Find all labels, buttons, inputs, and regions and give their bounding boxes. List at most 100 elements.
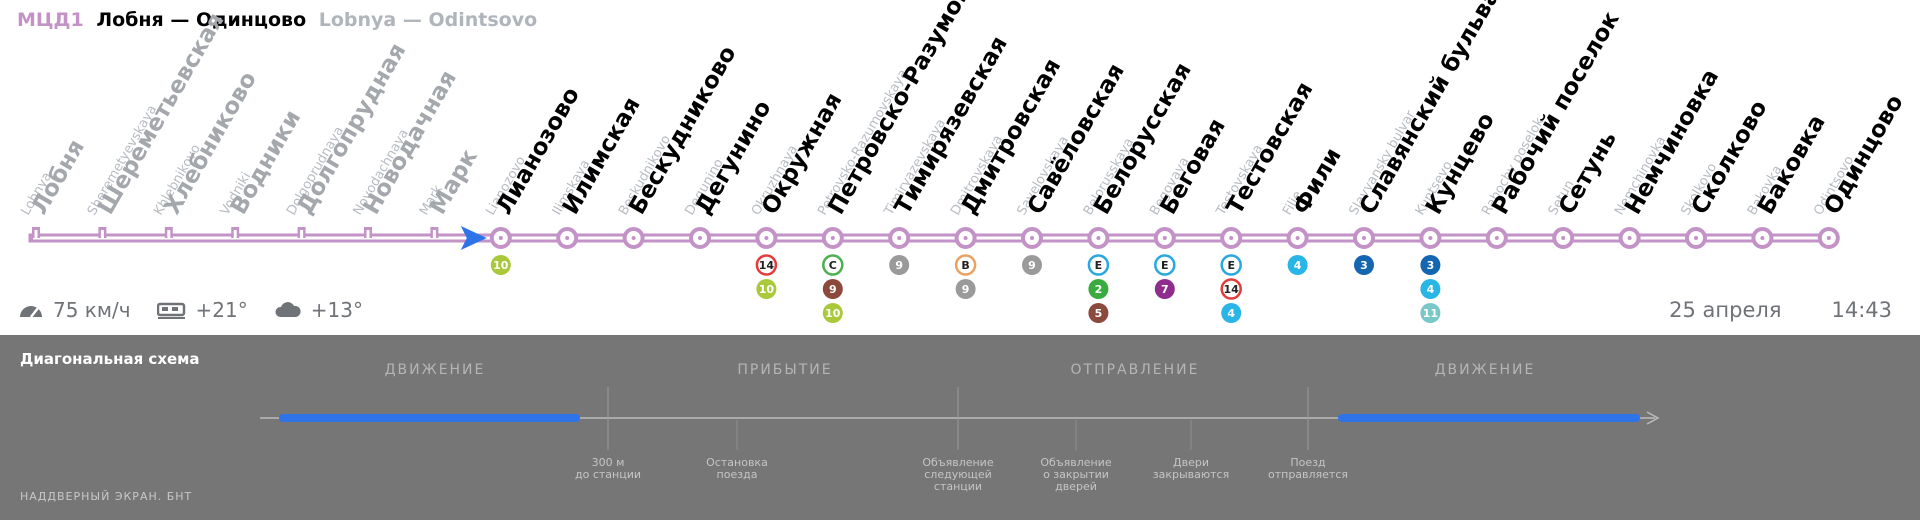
station-name-ru: Шереметьевская xyxy=(93,9,230,219)
transfer-label: 14 xyxy=(759,259,775,272)
transfer-disc xyxy=(1022,255,1042,275)
phase-arrival: ПРИБЫТИЕ xyxy=(737,362,833,378)
route-name-en: Lobnya — Odintsovo xyxy=(318,9,538,31)
transfer-disc xyxy=(756,279,777,299)
transfer-disc xyxy=(1154,279,1175,299)
transfer-label: 11 xyxy=(1423,307,1438,320)
transfer-badge-11: 11 xyxy=(1420,303,1441,323)
station-marker-dot xyxy=(963,236,968,240)
transfer-disc xyxy=(822,303,843,323)
transfer-disc xyxy=(1420,255,1441,275)
timeline-arrow-icon xyxy=(1646,411,1660,425)
transfer-label: 3 xyxy=(1427,259,1435,272)
transfer-badge-10: 10 xyxy=(822,303,843,323)
station-marker-dot xyxy=(698,236,702,240)
transfer-ring xyxy=(954,254,977,276)
transfer-disc xyxy=(822,279,843,299)
transfer-badge-E: E xyxy=(1154,254,1176,276)
date-label: 25 апреля xyxy=(1669,298,1782,322)
station-marker-dot xyxy=(1030,236,1034,240)
outside-temp-value: +13° xyxy=(310,298,363,322)
station-name-ru: Лобня xyxy=(27,135,90,219)
phase-moving-2: ДВИЖЕНИЕ xyxy=(1434,362,1536,378)
train-car-icon xyxy=(156,302,185,319)
panel-footer: НАДДВЕРНЫЙ ЭКРАН. БНТ xyxy=(20,490,193,503)
speed-indicator: 75 км/ч xyxy=(18,298,131,322)
cloud-icon xyxy=(275,302,301,317)
transfer-ring xyxy=(1154,254,1176,276)
station-name-ru: Сетунь xyxy=(1554,127,1622,219)
transfer-label: 9 xyxy=(1028,259,1036,272)
transfer-label: 4 xyxy=(1427,283,1435,296)
transfer-badge-9: 9 xyxy=(1022,255,1042,275)
transfer-label: 4 xyxy=(1294,259,1302,272)
transfer-badge-7: 7 xyxy=(1154,279,1175,299)
transfer-badge-14: 14 xyxy=(1220,278,1242,300)
event-stop: Остановка поезда xyxy=(706,456,768,481)
transfer-label: 5 xyxy=(1095,307,1103,320)
diagonal-scheme-panel: Диагональная схема ДВИЖЕНИЕ ПРИБЫТИЕ ОТП… xyxy=(0,335,1920,520)
transfer-disc xyxy=(1420,303,1441,323)
transfer-disc xyxy=(1088,279,1109,299)
station-marker-dot xyxy=(764,236,769,240)
inside-temp-value: +21° xyxy=(195,298,248,322)
station-marker-dot xyxy=(897,236,902,240)
event-train-departs: Поезд отправляется xyxy=(1267,456,1349,481)
transfer-badge-B: B xyxy=(954,254,977,276)
station-marker-dot xyxy=(1162,236,1167,240)
station-name-ru: Фили xyxy=(1288,144,1346,219)
station-tick-inner xyxy=(300,230,304,238)
transfer-disc xyxy=(1287,255,1308,275)
station-marker-dot xyxy=(1694,236,1698,240)
station-marker-dot xyxy=(830,236,835,240)
door-display-screen: МЦД1 Лобня — Одинцово Lobnya — Odintsovo… xyxy=(17,0,1909,323)
progress-bar-moving-2 xyxy=(1338,414,1640,422)
phase-departure: ОТПРАВЛЕНИЕ xyxy=(1070,362,1200,378)
line-map: LobnyaЛобняSheremetyevskayaШереметьевска… xyxy=(18,0,1909,323)
station-marker-dot xyxy=(1561,236,1566,240)
station-marker-dot xyxy=(498,236,503,240)
transfer-label: 4 xyxy=(1227,307,1235,320)
station-marker-dot xyxy=(1760,236,1765,240)
transfer-label: B xyxy=(961,259,969,272)
transfer-badge-E: E xyxy=(1087,254,1110,276)
transfer-label: E xyxy=(1095,259,1103,272)
transfer-badge-10: 10 xyxy=(490,255,511,275)
transfer-label: 9 xyxy=(962,283,970,296)
transfer-disc xyxy=(955,279,976,299)
station-tick-inner xyxy=(34,230,38,238)
transfer-ring xyxy=(1087,254,1110,276)
station-marker-dot xyxy=(1229,236,1234,240)
panel-title: Диагональная схема xyxy=(20,350,200,368)
station-tick-inner xyxy=(233,230,237,238)
transfer-badge-4: 4 xyxy=(1420,279,1441,299)
transfer-disc xyxy=(1221,303,1242,323)
station-tick-inner xyxy=(100,230,104,238)
transfer-disc xyxy=(1088,303,1109,323)
phase-moving-1: ДВИЖЕНИЕ xyxy=(384,362,486,378)
station-tick-inner xyxy=(366,230,370,238)
transfer-ring xyxy=(822,254,844,276)
station-tick-inner xyxy=(167,230,171,238)
station-name-ru: Рабочий поселок xyxy=(1487,7,1624,219)
speedometer-icon xyxy=(20,306,42,318)
transfer-label: 10 xyxy=(825,307,841,320)
event-doors-closing: Двери закрываются xyxy=(1152,456,1230,481)
transfer-badge-9: 9 xyxy=(889,255,910,275)
transfer-ring xyxy=(1220,254,1242,276)
transfer-badge-9: 9 xyxy=(955,279,976,299)
transfer-badge-5: 5 xyxy=(1088,303,1109,323)
transfer-disc xyxy=(490,255,511,275)
transfer-ring xyxy=(1220,278,1242,300)
event-300m: 300 м до станции xyxy=(574,456,641,481)
status-bar: 75 км/ч +21° +13° xyxy=(18,298,363,322)
route-name-ru: Лобня — Одинцово xyxy=(96,9,307,31)
event-next-station-announce: Объявление следующей станции xyxy=(922,456,994,493)
station-marker-dot xyxy=(1362,236,1366,240)
transfer-label: 10 xyxy=(493,259,509,272)
